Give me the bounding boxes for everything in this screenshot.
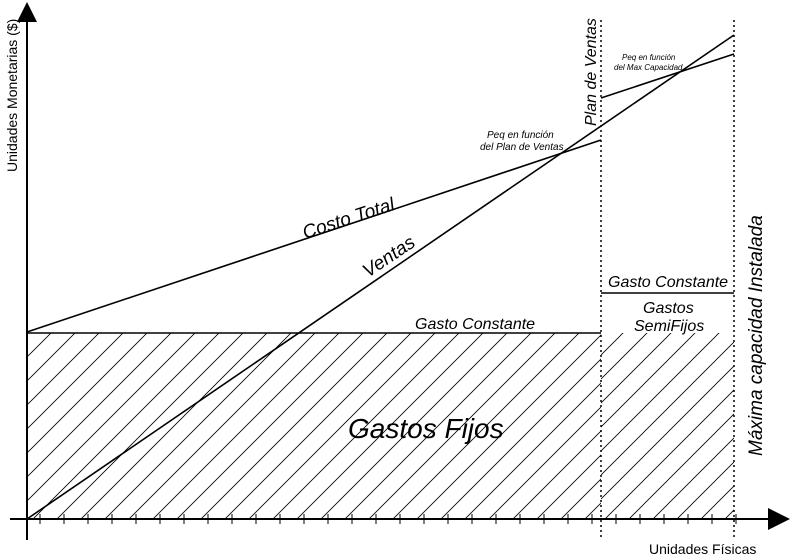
x-axis-arrow [768,508,790,530]
y-axis-title: Unidades Monetarias ($) [4,19,20,172]
gasto-constante-right-label: Gasto Constante [608,274,728,291]
capacidad-max-label: Máxima capacidad Instalada [746,215,767,456]
y-axis-arrow [17,2,37,22]
plan-ventas-label: Plan de Ventas [583,18,600,126]
gastos-semifijos-region [601,333,734,519]
x-axis-title: Unidades Físicas [649,541,756,557]
gastos-fijos-region [27,333,601,519]
ventas-line [26,34,735,520]
costo-total-line [26,139,602,333]
costo-total-label: Costo Total [300,194,398,244]
peq-plan-annotation-2: del Plan de Ventas [480,142,564,153]
peq-max-annotation-1: Peq en función [622,53,676,62]
gastos-semifijos-label-2: SemiFijos [634,318,704,335]
costo-total-line-2 [600,53,735,99]
peq-plan-annotation-1: Peq en función [487,130,554,141]
x-axis-ticks [39,514,737,524]
peq-max-annotation-2: del Max Capacidad [614,63,683,72]
gasto-constante-label: Gasto Constante [415,316,535,333]
gastos-fijos-label: Gastos Fijos [348,413,504,444]
gastos-semifijos-label-1: Gastos [643,300,694,317]
